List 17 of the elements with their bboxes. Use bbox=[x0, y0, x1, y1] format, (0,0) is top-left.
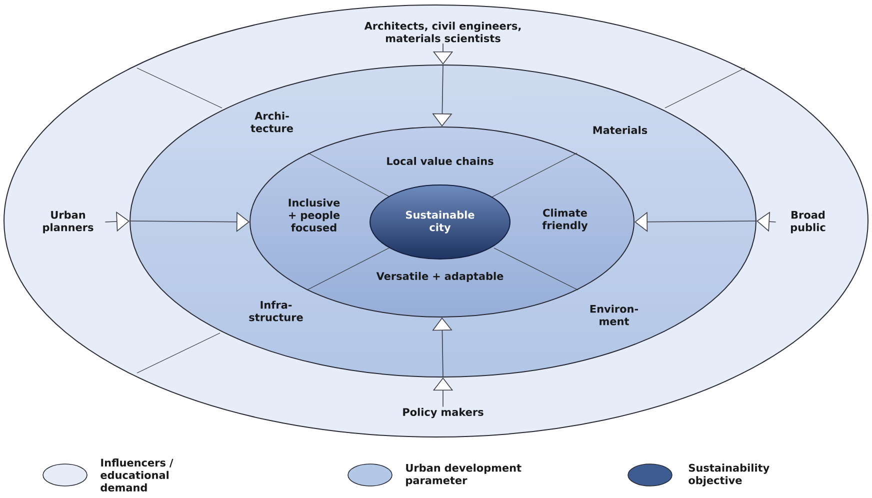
block-arrow bbox=[129, 212, 250, 232]
legend-label: Urban development parameter bbox=[406, 464, 522, 486]
ring-label: Broad public bbox=[790, 210, 826, 234]
ring-label: Urban planners bbox=[43, 210, 94, 234]
block-arrow bbox=[756, 212, 776, 232]
ring-label: Inclusive + people focused bbox=[288, 198, 340, 232]
ring-label: Archi-tecture bbox=[250, 112, 293, 132]
ring-label: Policy makers bbox=[403, 408, 484, 418]
ring-label: Materials bbox=[593, 126, 648, 134]
ring-label: Architects, civil engineers, materials scientists bbox=[364, 22, 521, 42]
ring-label: Local value chains bbox=[387, 156, 494, 166]
ring-label: Climate friendly bbox=[542, 208, 588, 232]
ring-label: Versatile + adaptable bbox=[376, 272, 504, 282]
ring-label: Environ-ment bbox=[590, 304, 638, 326]
ring-label: Infra-structure bbox=[249, 300, 303, 322]
legend-label: Influencers / educational demand bbox=[100, 458, 174, 492]
legend-label: Sustainability objective bbox=[688, 464, 770, 486]
